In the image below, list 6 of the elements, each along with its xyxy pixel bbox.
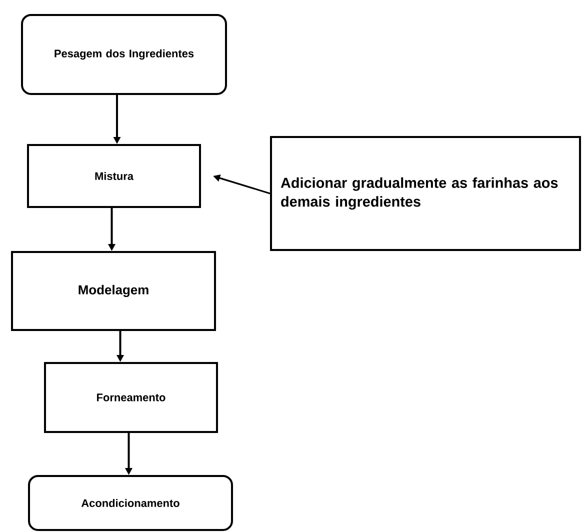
process-box: Pesagem dos Ingredientes <box>21 14 227 95</box>
process-box: Acondicionamento <box>28 474 233 531</box>
note-box: Adicionar gradualmente as farinhas aos demais ingredientes <box>270 136 581 251</box>
process-box: Forneamento <box>44 362 218 433</box>
process-box: Mistura <box>27 144 201 208</box>
process-box: Modelagem <box>11 250 216 331</box>
